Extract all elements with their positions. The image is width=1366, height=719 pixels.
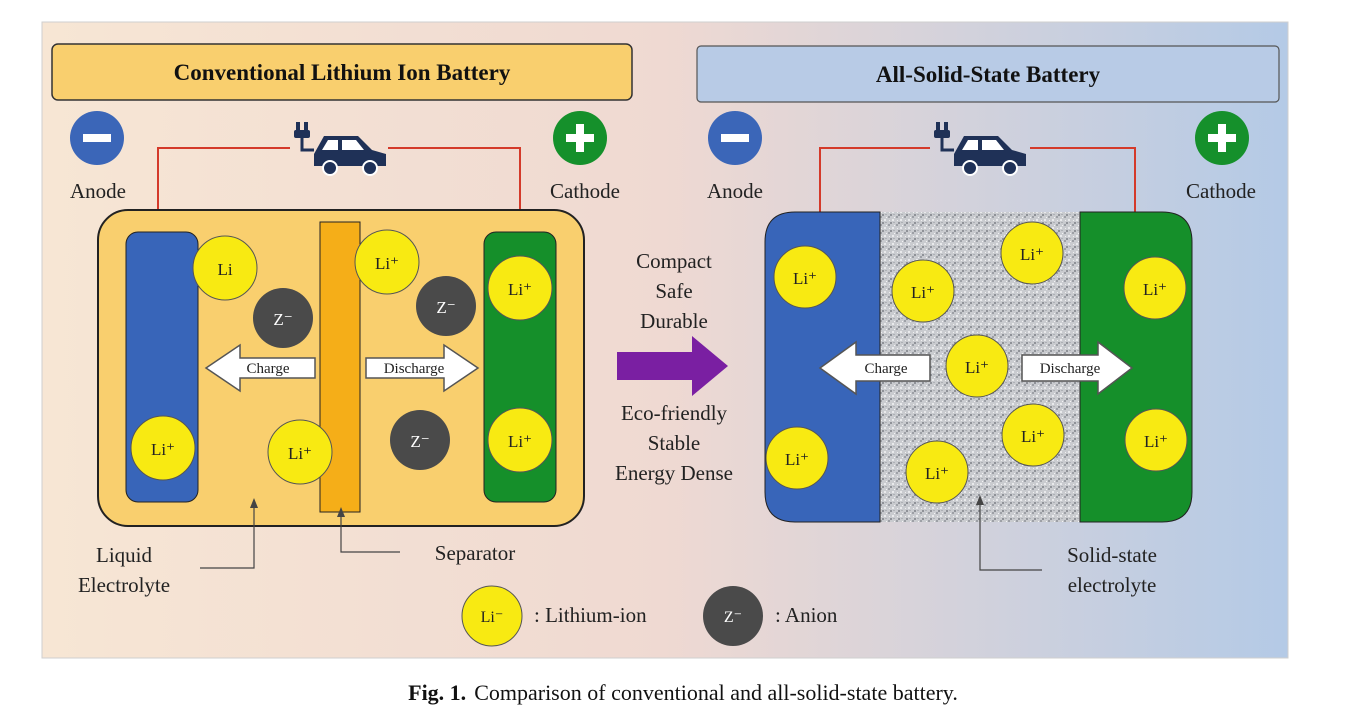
left-discharge-arrow	[365, 343, 480, 393]
left-anode-label: Anode	[70, 179, 126, 203]
left-ion-li-5: Li⁺	[487, 255, 553, 321]
left-ion-li-1: Li	[192, 235, 258, 301]
conventional-battery-panel: Conventional Lithium Ion Battery Anode C…	[51, 43, 633, 597]
liquid-electrolyte-label-1: Liquid	[96, 543, 152, 567]
caption-prefix: Fig. 1.	[408, 680, 467, 705]
transition-arrow	[617, 336, 728, 396]
svg-text:Li⁺: Li⁺	[375, 254, 399, 273]
legend-lithium-symbol	[461, 585, 523, 647]
svg-text:Li⁺: Li⁺	[793, 269, 817, 288]
right-ion-li-5: Li⁺	[945, 334, 1009, 398]
separator-label: Separator	[435, 541, 515, 565]
solid-electrolyte-label-1: Solid-state	[1067, 543, 1157, 567]
svg-text:Z⁻: Z⁻	[436, 298, 455, 317]
legend-lithium-label: : Lithium-ion	[534, 603, 647, 627]
benefit-compact: Compact	[636, 249, 712, 273]
caption-text: Comparison of conventional and all-solid…	[474, 680, 958, 705]
minus-icon	[83, 134, 111, 142]
left-ion-li-3: Li⁺	[354, 229, 420, 295]
benefits-middle: Compact Safe Durable Eco-friendly Stable…	[615, 249, 733, 485]
figure-caption: Fig. 1. Comparison of conventional and al…	[0, 680, 1366, 706]
svg-text:Li⁺: Li⁺	[965, 358, 989, 377]
right-ion-li-4: Li⁺	[1000, 221, 1064, 285]
right-cathode-label: Cathode	[1186, 179, 1256, 203]
right-wire-anode	[819, 147, 930, 212]
left-anion-1: Z⁻	[253, 288, 313, 348]
svg-text:Li⁺: Li⁺	[288, 444, 312, 463]
right-title-box	[696, 45, 1280, 103]
right-discharge-label: Discharge	[1040, 361, 1101, 377]
solid-state-battery-panel: All-Solid-State Battery Anode Cathode Ch…	[696, 45, 1280, 597]
electrolyte-leader-arrowhead	[250, 498, 258, 508]
right-charge-arrow	[818, 340, 931, 396]
legend-anion-label: : Anion	[775, 603, 838, 627]
right-ion-li-1: Li⁺	[773, 245, 837, 309]
right-ion-li-2: Li⁺	[765, 426, 829, 490]
svg-text:Li⁺: Li⁺	[508, 432, 532, 451]
left-ion-li-6: Li⁺	[487, 407, 553, 473]
svg-text:Z⁻: Z⁻	[273, 310, 292, 329]
benefit-durable: Durable	[640, 309, 708, 333]
svg-text:Li⁺: Li⁺	[1144, 432, 1168, 451]
liquid-electrolyte-label-2: Electrolyte	[78, 573, 170, 597]
legend: Li⁻ : Lithium-ion Z⁻ : Anion	[461, 585, 838, 647]
left-ion-li-4: Li⁺	[267, 419, 333, 485]
right-ion-li-8: Li⁺	[1123, 256, 1187, 320]
right-charge-label: Charge	[864, 361, 907, 377]
benefit-energy-dense: Energy Dense	[615, 461, 733, 485]
right-ion-li-7: Li⁺	[905, 440, 969, 504]
left-ion-li-2: Li⁺	[130, 415, 196, 481]
plus-icon-vertical	[1218, 124, 1226, 152]
legend-anion-symbol	[703, 586, 763, 646]
left-charge-label: Charge	[246, 361, 289, 377]
svg-text:Li⁺: Li⁺	[1143, 280, 1167, 299]
svg-text:Z⁻: Z⁻	[410, 432, 429, 451]
electrolyte-leader-line	[200, 503, 255, 569]
left-wire-cathode	[388, 147, 521, 232]
right-wire-cathode	[1030, 147, 1136, 212]
left-discharge-label: Discharge	[384, 361, 445, 377]
car-charging-icon	[294, 122, 386, 176]
legend-anion-symbol-text: Z⁻	[724, 609, 742, 626]
benefit-eco-friendly: Eco-friendly	[621, 401, 728, 425]
svg-text:Li⁺: Li⁺	[785, 450, 809, 469]
minus-icon	[721, 134, 749, 142]
svg-text:Li⁺: Li⁺	[151, 440, 175, 459]
legend-lithium-symbol-text: Li⁻	[481, 609, 504, 626]
benefit-safe: Safe	[655, 279, 692, 303]
left-wire-anode	[157, 147, 290, 232]
right-anode-label: Anode	[707, 179, 763, 203]
svg-text:Li: Li	[217, 260, 232, 279]
separator-leader-line	[340, 512, 400, 553]
left-cathode-label: Cathode	[550, 179, 620, 203]
svg-text:Li⁺: Li⁺	[1020, 245, 1044, 264]
solid-electrolyte-leader-arrowhead	[976, 495, 984, 505]
left-title: Conventional Lithium Ion Battery	[174, 60, 511, 85]
right-discharge-arrow	[1021, 340, 1134, 396]
left-charge-arrow	[204, 343, 316, 393]
plus-icon-vertical	[576, 124, 584, 152]
left-title-box	[51, 43, 633, 101]
svg-text:Li⁺: Li⁺	[925, 464, 949, 483]
right-title: All-Solid-State Battery	[876, 62, 1101, 87]
right-ion-li-9: Li⁺	[1124, 408, 1188, 472]
solid-electrolyte-leader-line	[979, 500, 1042, 571]
left-anion-3: Z⁻	[390, 410, 450, 470]
right-ion-li-3: Li⁺	[891, 259, 955, 323]
benefit-stable: Stable	[648, 431, 701, 455]
solid-electrolyte-label-2: electrolyte	[1068, 573, 1157, 597]
car-charging-icon	[934, 122, 1026, 176]
svg-text:Li⁺: Li⁺	[1021, 427, 1045, 446]
svg-text:Li⁺: Li⁺	[911, 283, 935, 302]
svg-text:Li⁺: Li⁺	[508, 280, 532, 299]
separator-leader-arrowhead	[337, 507, 345, 517]
left-anion-2: Z⁻	[416, 276, 476, 336]
right-ion-li-6: Li⁺	[1001, 403, 1065, 467]
